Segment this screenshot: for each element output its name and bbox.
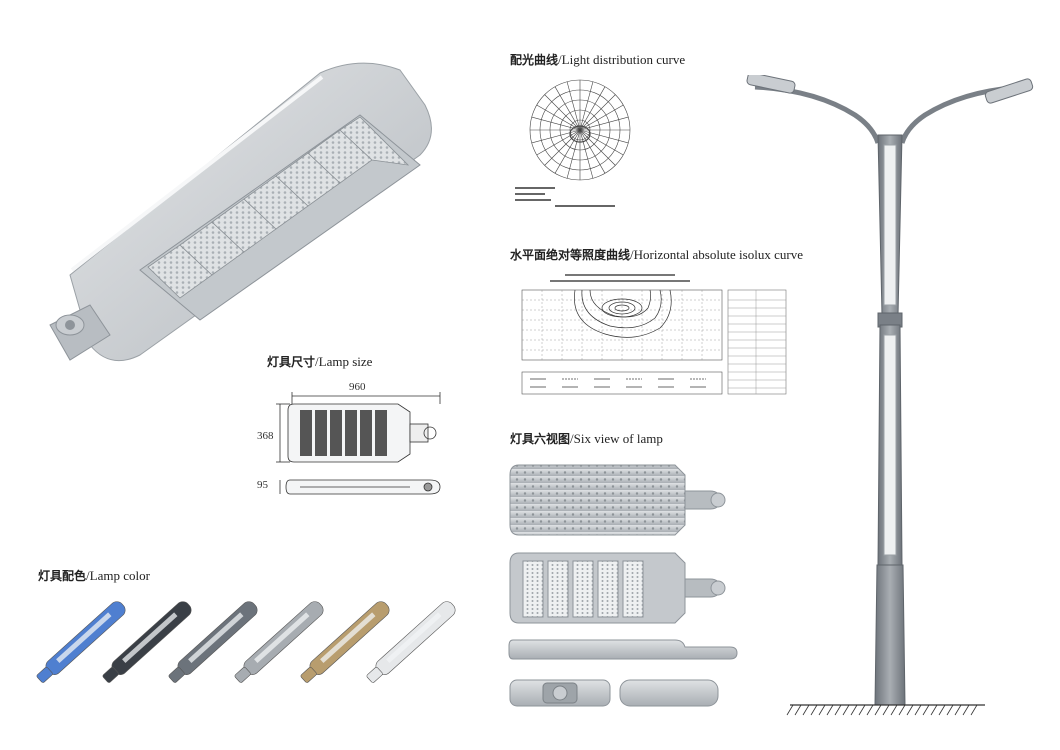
- six-view-heading: 灯具六视图/Six view of lamp: [510, 431, 663, 446]
- six-view-drawing: [505, 455, 755, 715]
- lamp-color-swatch: [234, 601, 324, 683]
- lamp-color-heading: 灯具配色/Lamp color: [38, 568, 150, 583]
- lamp-size-heading: 灯具尺寸/Lamp size: [267, 354, 373, 369]
- street-pole-drawing: [745, 72, 1035, 720]
- light-distribution-heading: 配光曲线/Light distribution curve: [510, 52, 686, 67]
- lamp-color-swatch: [36, 601, 126, 683]
- lamp-size-drawing: [270, 390, 460, 505]
- isolux-chart: [510, 268, 800, 398]
- isolux-heading: 水平面绝对等照度曲线/Horizontal absolute isolux cu…: [510, 247, 803, 262]
- polar-distribution-chart: [510, 75, 650, 215]
- lamp-color-swatch: [366, 601, 456, 683]
- lamp-color-swatch: [102, 601, 192, 683]
- lamp-color-swatch: [300, 601, 390, 683]
- lamp-color-swatch: [168, 601, 258, 683]
- hero-lamp-image: [30, 55, 450, 385]
- length-dimension: 960: [349, 381, 366, 393]
- height-dimension: 95: [257, 479, 268, 491]
- lamp-color-swatches: [30, 595, 460, 705]
- width-dimension: 368: [257, 430, 274, 442]
